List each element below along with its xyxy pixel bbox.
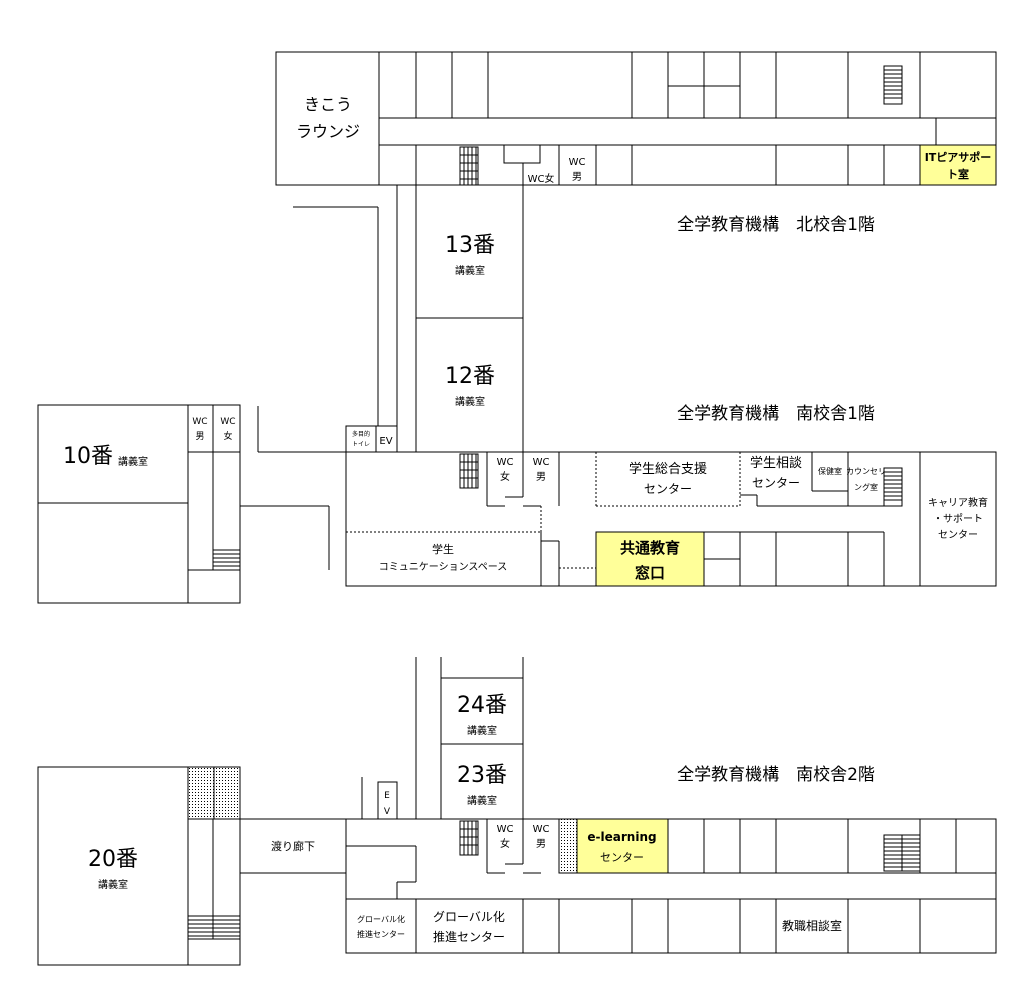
it-peer-support-room[interactable] [919, 144, 997, 186]
elearn-label-1: e-learning [587, 830, 656, 844]
room-24-sub: 講義室 [467, 724, 497, 737]
window-label-2: 窓口 [635, 564, 665, 582]
wc-a-1: WC [192, 417, 207, 427]
global-small-label-2: 推進センター [357, 929, 405, 939]
lecture-rooms-24-23: 24番 講義室 23番 講義室 [415, 657, 524, 820]
ev-label: EV [379, 436, 392, 447]
wc-e-1: WC [497, 824, 514, 835]
multipurpose-toilet[interactable] [345, 425, 377, 453]
global-small-label-1: グローバル化 [357, 914, 405, 924]
building-20: 20番 講義室 [37, 766, 241, 966]
multi-label-1: 多目的 [352, 430, 370, 438]
career-label-1: キャリア教育 [928, 496, 988, 509]
wc-c-1: WC [497, 457, 514, 468]
multi-label-2: トイレ [352, 441, 370, 448]
lounge-label-2: ラウンジ [296, 122, 360, 141]
room-20-number: 20番 [88, 847, 138, 872]
stairs-north-top [883, 65, 903, 105]
wc-f-2: 男 [536, 838, 546, 850]
window-label-1: 共通教育 [620, 539, 680, 557]
it-label-2: ト室 [947, 167, 969, 181]
room-23-number: 23番 [457, 763, 507, 788]
consult-label-2: センター [752, 476, 800, 490]
career-label-2: ・サポート [933, 513, 983, 525]
wc-b-2: 女 [223, 430, 232, 442]
consult-label-1: 学生相談 [750, 455, 802, 471]
room-23[interactable] [440, 743, 524, 820]
wc-b-1: WC [220, 417, 235, 427]
room-23-sub: 講義室 [467, 794, 497, 807]
room-20-sub: 講義室 [98, 878, 128, 891]
counsel-label-1: カウンセリ [846, 467, 886, 476]
room-12[interactable] [415, 317, 524, 453]
stairs-10 [213, 549, 240, 567]
commons-label-2: コミュニケーションスペース [379, 561, 507, 573]
health-label: 保健室 [818, 466, 842, 476]
heading-south-1f: 全学教育機構 南校舎1階 [677, 404, 875, 424]
room-12-sub: 講義室 [455, 395, 485, 408]
wc-male-north-1: WC [569, 157, 586, 168]
ev2-label-1: E [384, 791, 390, 801]
room-13[interactable] [415, 184, 524, 319]
heading-south-2f: 全学教育機構 南校舎2階 [677, 765, 875, 785]
wc-c-2: 女 [500, 470, 510, 483]
wc-d-2: 男 [536, 471, 546, 483]
kikou-lounge[interactable] [275, 51, 380, 186]
common-education-window[interactable] [595, 531, 705, 587]
north-building-1f: きこう ラウンジ [275, 51, 997, 186]
bridge-label: 渡り廊下 [271, 839, 315, 853]
room-10-number: 10番 [63, 444, 113, 469]
room-20[interactable] [37, 766, 189, 966]
it-label-1: ITピアサポー [925, 150, 992, 164]
room-10[interactable] [37, 404, 189, 504]
room-13-number: 13番 [445, 233, 495, 258]
stairs-north-bottom [459, 146, 479, 186]
connector-walls [240, 185, 398, 570]
heading-north-1f: 全学教育機構 北校舎1階 [677, 215, 875, 235]
room-24[interactable] [440, 677, 524, 745]
wc-male-north-2: 男 [572, 171, 582, 183]
support-label-2: センター [644, 482, 692, 496]
elearning-center[interactable] [576, 818, 669, 874]
room-13-sub: 講義室 [455, 264, 485, 277]
wc-female-north: WC女 [528, 172, 555, 185]
counsel-label-2: ング室 [854, 482, 878, 492]
global-label-1: グローバル化 [433, 910, 505, 924]
career-label-3: センター [938, 529, 978, 541]
building-10: 10番 講義室 WC 男 WC 女 [37, 404, 241, 604]
lounge-label-1: きこう [304, 95, 352, 114]
elevator-2f[interactable] [377, 781, 398, 820]
stairs-s2-east [883, 834, 921, 872]
wc-f-1: WC [533, 824, 550, 835]
wc-d-1: WC [533, 457, 550, 468]
south-building-2f: 渡り廊下 E V グローバル化 推進センター グローバル化 推進センター 教職相… [239, 777, 997, 954]
elearn-label-2: センター [600, 851, 644, 864]
stairs-s2 [459, 820, 479, 856]
room-24-number: 24番 [457, 693, 507, 718]
stairs-s1-east [883, 467, 903, 507]
support-label-1: 学生総合支援 [629, 461, 707, 477]
room-10-sub: 講義室 [118, 455, 148, 468]
lecture-rooms-13-12: 13番 講義室 12番 講義室 [415, 184, 524, 453]
connecting-corridor[interactable] [239, 818, 347, 874]
wc-e-2: 女 [500, 837, 510, 850]
elevator-1f[interactable] [375, 425, 398, 453]
faculty-label: 教職相談室 [782, 918, 842, 933]
room-12-number: 12番 [445, 364, 495, 389]
south-building-1f: 多目的 トイレ EV WC 女 WC 男 学生総合支援 センター [345, 425, 997, 587]
wc-a-2: 男 [195, 431, 204, 442]
global-label-2: 推進センター [433, 930, 505, 944]
commons-label-1: 学生 [432, 542, 454, 556]
ev2-label-2: V [384, 807, 391, 817]
stairs-20 [188, 915, 240, 937]
stairs-s1 [459, 453, 479, 489]
